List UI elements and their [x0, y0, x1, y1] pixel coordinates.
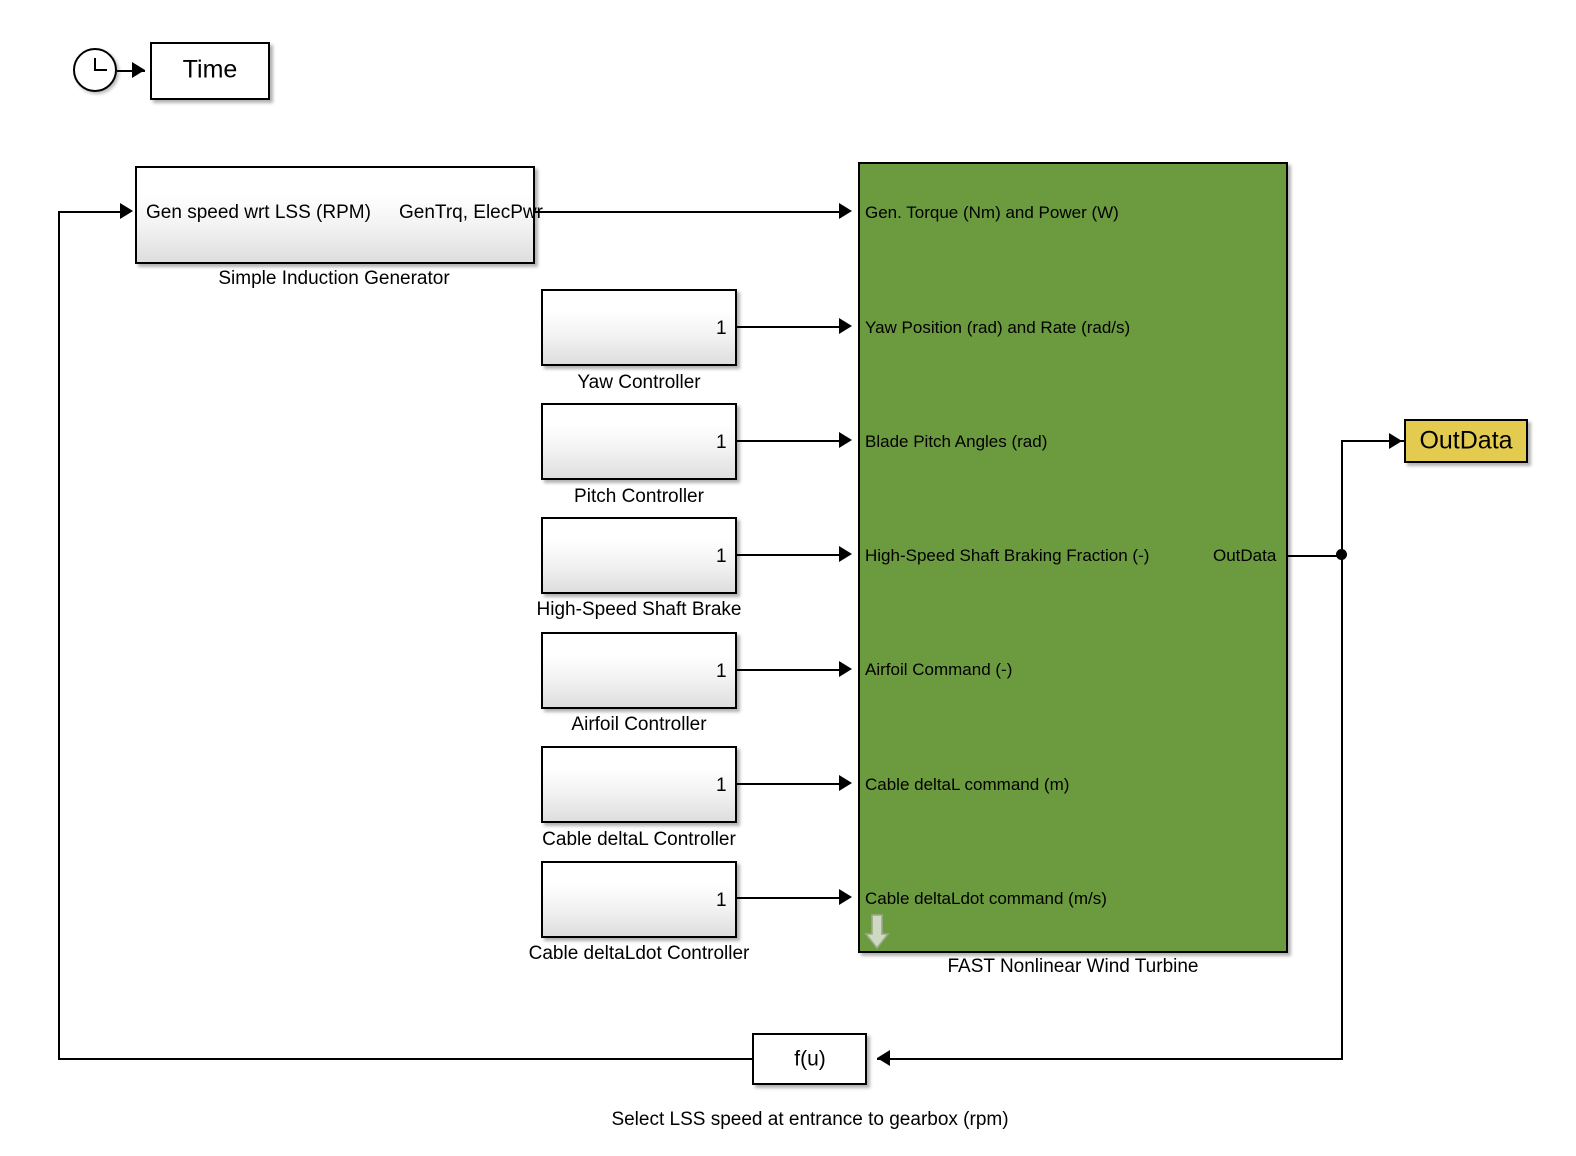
airfoil-controller-port-label: 1	[716, 661, 727, 682]
fast-input-label-cable-deltaldot: Cable deltaLdot command (m/s)	[865, 889, 1107, 908]
wire-cable-deltal-to-fast	[737, 783, 843, 785]
arrow-into-fast-airfoil	[839, 661, 852, 677]
fast-input-label-hss-braking: High-Speed Shaft Braking Fraction (-)	[865, 546, 1150, 565]
arrow-into-outdata-sink	[1389, 433, 1402, 449]
generator-output-label: GenTrq, ElecPwr	[399, 202, 543, 223]
time-block[interactable]	[150, 42, 270, 100]
fast-nonlinear-wind-turbine-block[interactable]	[858, 162, 1288, 953]
wire-hss-brake-to-fast	[737, 554, 843, 556]
arrow-into-fast-cable-deltal	[839, 775, 852, 791]
airfoil-controller-block[interactable]	[541, 632, 737, 709]
wire-fcn-to-left	[58, 1058, 752, 1060]
cable-deltaldot-controller-caption: Cable deltaLdot Controller	[528, 943, 750, 964]
wire-generator-to-fast	[535, 211, 843, 213]
wire-to-outdata-sink	[1341, 440, 1405, 442]
cable-deltal-controller-block[interactable]	[541, 746, 737, 823]
wire-yaw-to-fast	[737, 326, 843, 328]
wire-pitch-to-fast	[737, 440, 843, 442]
yaw-controller-caption: Yaw Controller	[577, 372, 701, 393]
yaw-controller-block[interactable]	[541, 289, 737, 366]
arrow-into-fast-hss-brake	[839, 546, 852, 562]
fcn-block[interactable]	[752, 1033, 867, 1085]
cable-deltal-controller-caption: Cable deltaL Controller	[542, 829, 736, 850]
pitch-controller-block[interactable]	[541, 403, 737, 480]
wire-junction-up	[1341, 440, 1343, 555]
generator-input-label: Gen speed wrt LSS (RPM)	[146, 202, 371, 223]
fcn-block-label: f(u)	[794, 1047, 826, 1071]
airfoil-controller-caption: Airfoil Controller	[571, 714, 707, 735]
fast-input-label-gen-torque: Gen. Torque (Nm) and Power (W)	[865, 203, 1119, 222]
wire-junction-down	[1341, 555, 1343, 1060]
down-arrow-icon	[864, 914, 890, 950]
fast-input-label-cable-deltal: Cable deltaL command (m)	[865, 775, 1070, 794]
yaw-controller-port-label: 1	[716, 318, 727, 339]
arrow-into-fcn	[877, 1050, 890, 1066]
simple-induction-generator-block[interactable]	[135, 166, 535, 264]
arrow-into-fast-yaw	[839, 318, 852, 334]
arrow-into-time	[132, 62, 145, 78]
outdata-sink-block[interactable]	[1404, 419, 1528, 463]
fast-input-label-airfoil-command: Airfoil Command (-)	[865, 660, 1013, 679]
wire-left-to-generator	[58, 211, 126, 213]
arrow-into-fast-cable-deltaldot	[839, 889, 852, 905]
fast-output-label-outdata: OutData	[1213, 546, 1277, 565]
wire-clock-to-time	[117, 70, 145, 72]
wire-left-vertical	[58, 211, 60, 1060]
arrow-into-fast-pitch	[839, 432, 852, 448]
high-speed-shaft-brake-block[interactable]	[541, 517, 737, 594]
generator-caption: Simple Induction Generator	[218, 268, 450, 289]
fcn-block-caption: Select LSS speed at entrance to gearbox …	[611, 1109, 1009, 1130]
wire-fast-out-to-junction	[1288, 555, 1346, 557]
wire-cable-deltaldot-to-fast	[737, 897, 843, 899]
cable-deltal-controller-port-label: 1	[716, 775, 727, 796]
cable-deltaldot-controller-block[interactable]	[541, 861, 737, 938]
clock-hand-hour	[94, 69, 107, 71]
clock-hand-minute	[94, 58, 96, 71]
time-block-label: Time	[182, 55, 238, 84]
wire-right-to-fcn	[877, 1058, 1343, 1060]
fast-input-label-blade-pitch: Blade Pitch Angles (rad)	[865, 432, 1048, 451]
high-speed-shaft-brake-port-label: 1	[716, 546, 727, 567]
arrow-into-generator	[120, 203, 133, 219]
arrow-into-fast-gen-torque	[839, 203, 852, 219]
high-speed-shaft-brake-caption: High-Speed Shaft Brake	[536, 599, 742, 620]
outdata-sink-label: OutData	[1419, 426, 1513, 455]
pitch-controller-port-label: 1	[716, 432, 727, 453]
pitch-controller-caption: Pitch Controller	[574, 486, 704, 507]
cable-deltaldot-controller-port-label: 1	[716, 890, 727, 911]
clock-icon[interactable]	[73, 48, 117, 92]
wire-airfoil-to-fast	[737, 669, 843, 671]
fast-caption: FAST Nonlinear Wind Turbine	[947, 956, 1199, 977]
fast-input-label-yaw-position: Yaw Position (rad) and Rate (rad/s)	[865, 318, 1131, 337]
